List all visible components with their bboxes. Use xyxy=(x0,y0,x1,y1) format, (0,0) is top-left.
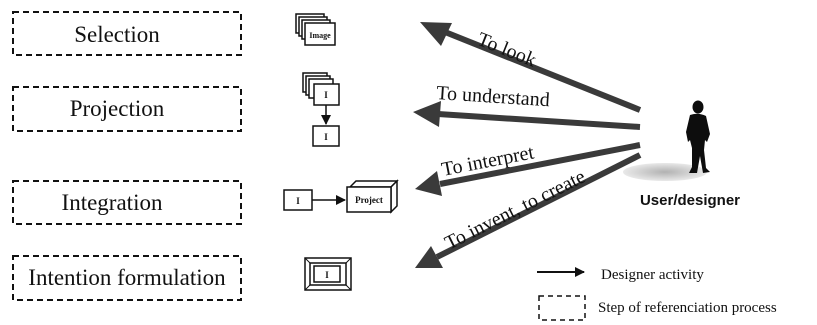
integration-icon: I Project xyxy=(283,179,399,214)
step-label-selection: Selection xyxy=(74,22,160,47)
arrow-to-interpret xyxy=(415,142,641,196)
projection-icon: I I xyxy=(302,72,340,147)
step-label-intention-formulation: Intention formulation xyxy=(28,265,226,290)
step-label-integration: Integration xyxy=(62,190,163,215)
intention-i-label: I xyxy=(325,270,329,280)
arrow-label-to-understand: To understand xyxy=(436,82,551,111)
user-designer-label: User/designer xyxy=(640,192,740,209)
arrow-to-look xyxy=(420,22,642,113)
projection-top-label: I xyxy=(324,90,328,100)
step-label-projection: Projection xyxy=(70,96,165,121)
person-silhouette-icon xyxy=(623,100,710,181)
legend-step-label: Step of referenciation process xyxy=(598,300,777,316)
intention-box-icon: I xyxy=(304,257,352,291)
step-box-intention-formulation: Intention formulation xyxy=(12,255,242,301)
legend-activity-label: Designer activity xyxy=(601,267,704,283)
projection-bottom-label: I xyxy=(324,132,328,142)
arrow-label-to-look: To look xyxy=(474,28,539,71)
arrow-to-invent xyxy=(415,152,642,268)
step-box-integration: Integration xyxy=(12,180,242,225)
integration-i-label: I xyxy=(296,196,300,206)
legend: Designer activity Step of referenciation… xyxy=(537,267,777,321)
legend-step-box xyxy=(538,295,586,321)
step-box-selection: Selection xyxy=(12,11,242,56)
project-cube-label: Project xyxy=(355,195,383,205)
step-box-projection: Projection xyxy=(12,86,242,132)
image-stack-icon: Image xyxy=(295,13,336,46)
image-stack-label: Image xyxy=(309,31,331,40)
arrow-to-understand xyxy=(413,101,641,130)
